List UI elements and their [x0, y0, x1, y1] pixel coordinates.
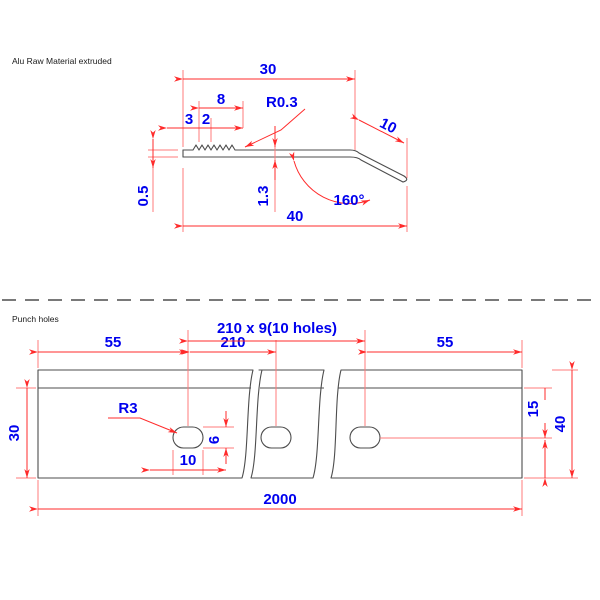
dim-value-55-left: 55 [105, 334, 122, 351]
dim-overall-length-2000: 2000 [29, 480, 523, 516]
profile-section-view: 0.5 3 2 8 [12, 56, 408, 232]
dim-hole-width-10: 10 [141, 450, 226, 475]
dim-end-margin-left-55: 55 [29, 334, 189, 426]
channel-segment-right [330, 369, 523, 479]
dim-value-2000: 2000 [263, 491, 296, 508]
dim-value-2: 2 [202, 111, 210, 128]
note-alu-raw-material: Alu Raw Material extruded [12, 56, 112, 66]
dim-value-3: 3 [185, 111, 193, 128]
punch-hole [260, 426, 292, 449]
dim-serration-group-8: 8 [190, 91, 244, 128]
dim-value-8: 8 [217, 91, 225, 108]
note-punch-holes: Punch holes [12, 314, 59, 324]
dim-end-margin-right-55: 55 [358, 334, 523, 368]
dim-value-15: 15 [525, 401, 542, 418]
dim-bend-angle-160: 160° [288, 151, 371, 209]
dim-hole-height-6: 6 [203, 411, 234, 464]
dim-web-height-15: 15 [380, 387, 552, 487]
dim-value-6: 6 [206, 436, 223, 444]
leader-hole-radius-r3: R3 [108, 400, 178, 434]
dim-serration-pitch: 3 2 [158, 111, 243, 147]
punch-hole [172, 426, 204, 449]
dim-flange-height-30: 30 [6, 379, 36, 479]
punch-hole [349, 426, 381, 449]
dim-hole-pitch-210: 210 [181, 334, 277, 426]
dim-value-10-hole: 10 [180, 452, 197, 469]
punch-holes-elevation-view: Punch holes [6, 314, 578, 516]
dim-value-30-height: 30 [6, 425, 23, 442]
dim-value-r03: R0.3 [266, 94, 298, 111]
leader-tooth-radius: R0.3 [244, 94, 306, 148]
dim-hole-pattern: 210 x 9(10 holes) [179, 320, 366, 426]
channel-segment-middle [250, 369, 325, 479]
dim-value-10: 10 [377, 115, 400, 138]
dim-value-1-3: 1.3 [255, 186, 272, 207]
dim-value-hole-pattern: 210 x 9(10 holes) [217, 320, 337, 337]
channel-segment-left [37, 369, 254, 479]
dim-value-0-5: 0.5 [135, 186, 152, 207]
dim-value-40-height: 40 [552, 416, 569, 433]
dim-value-55-right: 55 [437, 334, 454, 351]
dim-overall-height-40: 40 [552, 361, 578, 479]
dim-value-40: 40 [287, 208, 304, 225]
dim-strip-thickness: 0.5 [135, 130, 178, 212]
dim-value-30: 30 [260, 61, 277, 78]
dim-bent-leg-10: 10 [349, 113, 408, 178]
dim-serration-height-1-3: 1.3 [255, 126, 278, 212]
dim-overall-length-40: 40 [174, 168, 408, 232]
dim-value-r3: R3 [118, 400, 137, 417]
dim-value-160deg: 160° [333, 192, 364, 209]
